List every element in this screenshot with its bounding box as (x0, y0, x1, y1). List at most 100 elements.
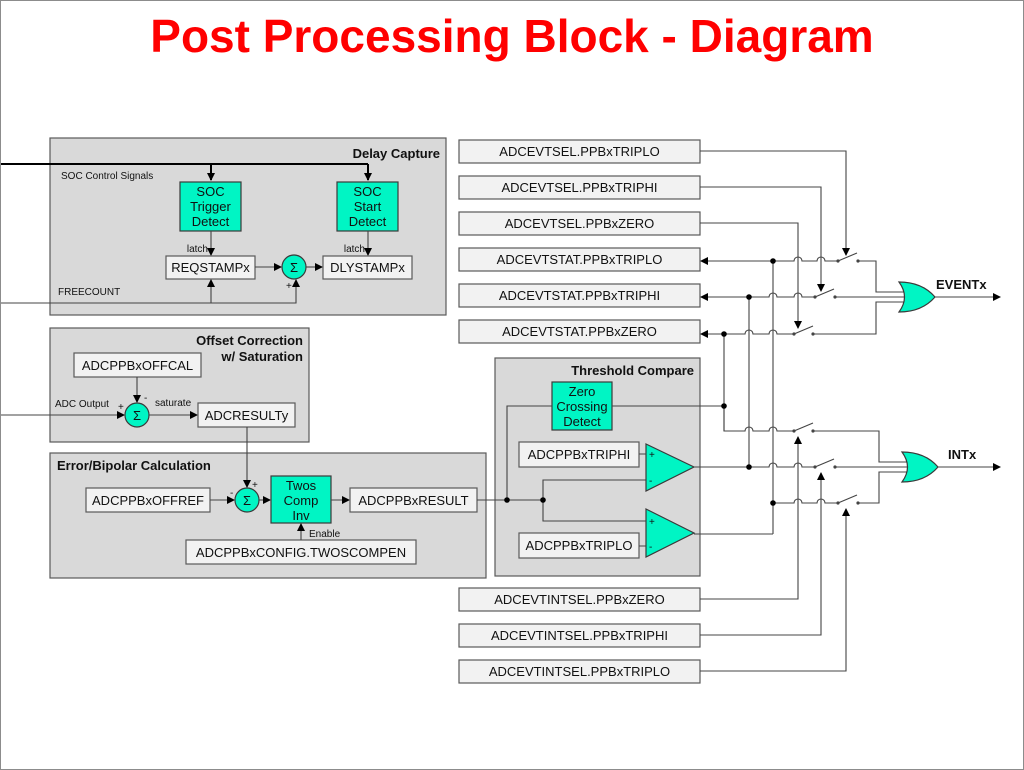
eventx-or-gate (897, 281, 936, 313)
junction-dot (770, 258, 776, 264)
plus-sign: + (649, 517, 655, 528)
latch-label-dly: latch (344, 244, 365, 255)
dlystamp-label: DLYSTAMPx (330, 260, 405, 275)
triplo-label: ADCPPBxTRIPLO (526, 538, 633, 553)
junction-dot (504, 497, 510, 503)
intx-gate-inputs (813, 430, 909, 504)
twos-comp-inv-block (270, 475, 332, 524)
twos-line1: Twos (286, 478, 317, 493)
enable-label: Enable (309, 529, 341, 540)
reqstamp-label: REQSTAMPx (171, 260, 250, 275)
intsel-triplo-control (700, 508, 850, 672)
triplo-register (518, 532, 640, 559)
zcd-line3: Detect (563, 414, 601, 429)
plus-sign: + (252, 480, 258, 491)
intsel-triphi-control (700, 472, 825, 636)
threshold-input-lines (639, 453, 646, 547)
eventx-gate-inputs (813, 260, 906, 335)
intsel-zero-control (700, 436, 802, 600)
evtintsel-triphi-label: ADCEVTINTSEL.PPBxTRIPHI (491, 628, 668, 643)
intx-label: INTx (948, 447, 977, 462)
soc-trigger-detect-block (179, 181, 242, 232)
offcal-label: ADCPPBxOFFCAL (82, 358, 193, 373)
int-triplo-row (773, 498, 838, 504)
int-triphi-row (694, 462, 815, 468)
minus-sign: - (649, 542, 652, 553)
minus-sign: - (144, 393, 147, 404)
soc-start-detect-block (336, 181, 399, 232)
evtsel-zero-label: ADCEVTSEL.PPBxZERO (505, 216, 655, 231)
evtsel-triplo-control (700, 150, 850, 256)
junction-dot (721, 331, 727, 337)
zero-crossing-detect-block (551, 381, 613, 431)
adcresult-label: ADCRESULTy (205, 408, 289, 423)
offset-correction-group: Offset Correction w/ Saturation ADCPPBxO… (1, 327, 310, 443)
evtintsel-zero-label: ADCEVTINTSEL.PPBxZERO (494, 592, 664, 607)
sigma-icon: Σ (243, 493, 251, 508)
zcd-line2: Crossing (556, 399, 607, 414)
freecount-label: FREECOUNT (58, 287, 120, 298)
soc-trigger-detect-line1: SOC (196, 184, 224, 199)
offref-label: ADCPPBxOFFREF (92, 493, 204, 508)
junction-dot (540, 497, 546, 503)
triplo-comparator (645, 508, 696, 558)
error-bipolar-title: Error/Bipolar Calculation (57, 458, 211, 473)
plus-sign: + (118, 402, 124, 413)
event-zero-row (724, 329, 794, 335)
zcd-line1: Zero (569, 384, 596, 399)
evtstat-zero-label: ADCEVTSTAT.PPBxZERO (502, 324, 657, 339)
switch-int-triplo (836, 494, 860, 505)
triphi-register (518, 441, 640, 468)
eventx-label: EVENTx (936, 277, 987, 292)
adcresult-register (197, 402, 296, 428)
soc-trigger-detect-line2: Trigger (190, 199, 231, 214)
routing-network: EVENTx INTx (612, 150, 1001, 672)
offref-register (85, 487, 211, 513)
triphi-label: ADCPPBxTRIPHI (528, 447, 631, 462)
delay-capture-title: Delay Capture (353, 146, 440, 161)
evtintsel-triplo-label: ADCEVTINTSEL.PPBxTRIPLO (489, 664, 670, 679)
offset-correction-title: Offset Correction (196, 333, 303, 348)
minus-sign: - (649, 476, 652, 487)
evtsel-triphi-control (700, 186, 825, 292)
page-title: Post Processing Block - Diagram (150, 10, 874, 62)
intx-or-gate (900, 451, 939, 483)
plus-sign: + (649, 450, 655, 461)
evtsel-triplo-label: ADCEVTSEL.PPBxTRIPLO (499, 144, 659, 159)
switch-event-triphi (813, 288, 837, 299)
evtsel-triphi-label: ADCEVTSEL.PPBxTRIPHI (501, 180, 657, 195)
event-triphi-row (749, 292, 815, 298)
junction-dot (721, 403, 727, 409)
sigma-icon: Σ (290, 260, 298, 275)
soc-control-signals-label: SOC Control Signals (61, 171, 153, 182)
delay-capture-group: Delay Capture SOC Control Signals SOC Tr… (1, 137, 447, 316)
result-label: ADCPPBxRESULT (358, 493, 468, 508)
int-zero-row (723, 406, 794, 432)
latch-label-req: latch (187, 244, 208, 255)
junction-dot (746, 294, 752, 300)
minus-sign: - (230, 488, 233, 499)
freecount-line (1, 279, 300, 304)
sigma-icon: Σ (133, 408, 141, 423)
switch-event-zero (792, 325, 815, 336)
switch-int-zero (792, 422, 815, 433)
threshold-compare-group: Threshold Compare Zero Crossing Detect A… (477, 357, 701, 577)
soc-trigger-detect-line3: Detect (192, 214, 230, 229)
adc-output-label: ADC Output (55, 399, 109, 410)
saturate-label: saturate (155, 398, 192, 409)
soc-start-detect-line3: Detect (349, 214, 387, 229)
offset-correction-subtitle: w/ Saturation (220, 349, 303, 364)
evtstat-triphi-label: ADCEVTSTAT.PPBxTRIPHI (499, 288, 660, 303)
switch-event-triplo (836, 252, 860, 263)
threshold-compare-title: Threshold Compare (571, 363, 694, 378)
twoscompen-register (185, 539, 417, 565)
twoscompen-label: ADCPPBxCONFIG.TWOSCOMPEN (196, 545, 406, 560)
switch-int-triphi (813, 458, 837, 469)
error-bipolar-group: Error/Bipolar Calculation ADCPPBxOFFREF … (49, 427, 487, 579)
event-triplo-row (773, 256, 838, 262)
twos-line2: Comp (284, 493, 319, 508)
offcal-register (73, 352, 202, 378)
junction-dot (746, 464, 752, 470)
